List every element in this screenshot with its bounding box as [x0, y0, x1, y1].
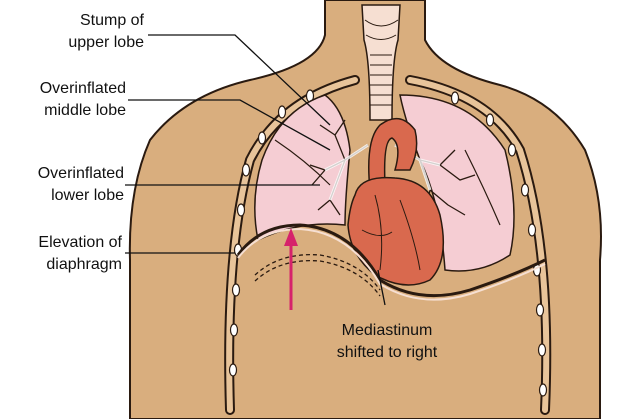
label-overinflated-middle-lobe: Overinflated middle lobe [0, 78, 126, 122]
label-mediastinum-shifted: Mediastinum shifted to right [312, 320, 462, 364]
label-overinflated-lower-lobe: Overinflated lower lobe [0, 163, 124, 207]
label-stump-upper-lobe: Stump of upper lobe [10, 10, 144, 54]
label-elevation-diaphragm: Elevation of diaphragm [0, 232, 122, 276]
